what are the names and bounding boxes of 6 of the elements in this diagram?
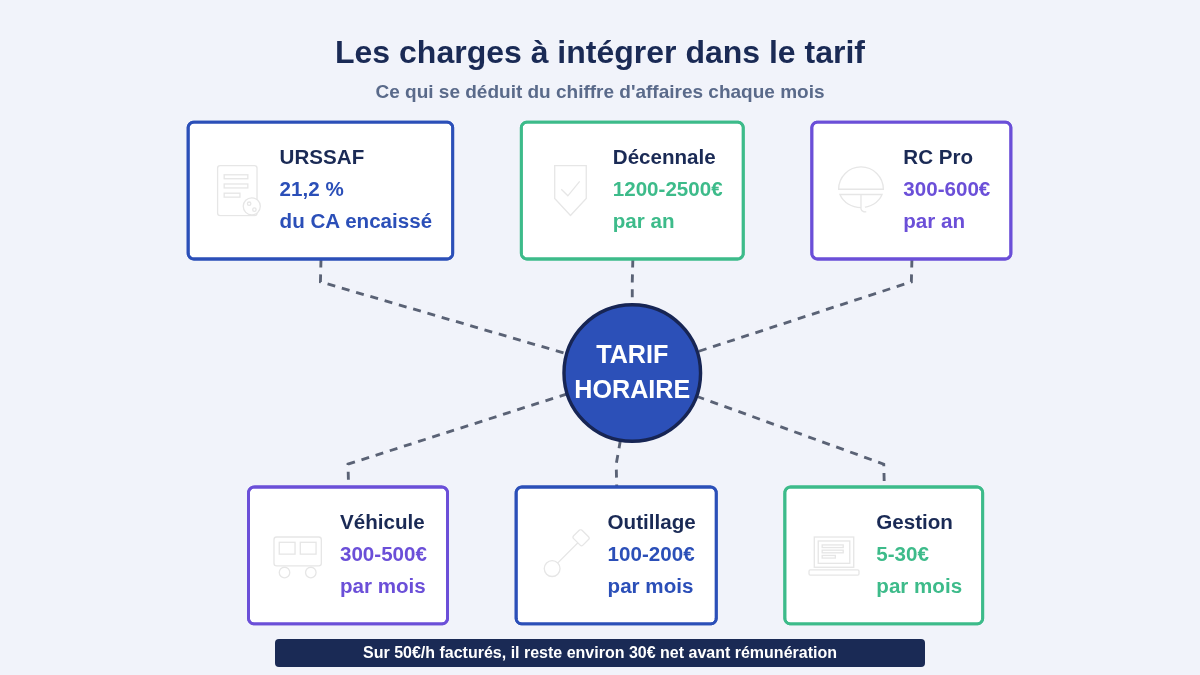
connector [697, 259, 914, 354]
subtitle: Ce qui se déduit du chiffre d'affaires chaque mois [375, 81, 825, 103]
connector [615, 440, 623, 488]
diagram-title: Les charges à intégrer dans le tarif [335, 34, 865, 71]
note-banner: Sur 50€/h facturés, il reste environ 30€ net avant rémunération [275, 639, 925, 667]
node-circle: TARIF HORAIRE [562, 303, 703, 443]
